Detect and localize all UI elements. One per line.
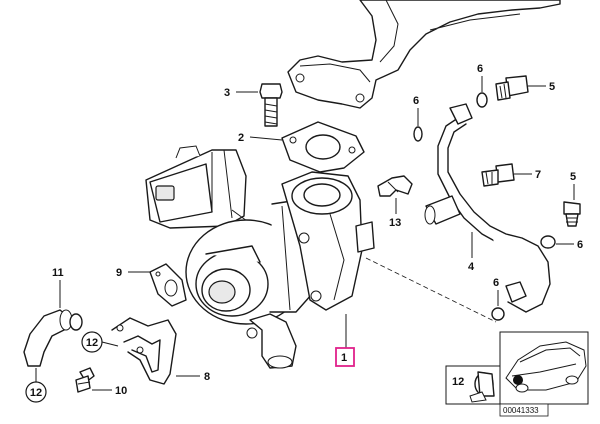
label-4: 4 [468, 261, 475, 273]
clip-part-13 [377, 175, 413, 197]
reference-code: 00041333 [503, 406, 539, 415]
label-10: 10 [115, 385, 127, 397]
bolt-part-10 [75, 367, 95, 393]
label-5a: 5 [549, 81, 555, 93]
inset-vehicle [499, 331, 589, 405]
oil-return-pipe-part-8 [111, 317, 177, 385]
label-12b: 12 [30, 387, 42, 399]
assembly-line [365, 257, 497, 323]
label-6d: 6 [493, 277, 499, 289]
bolt-part-5b [563, 201, 581, 227]
reference-box [499, 403, 549, 417]
exhaust-manifold [287, 0, 561, 109]
gasket-part-2 [281, 121, 365, 173]
washer-part-6d [491, 307, 505, 321]
washer-part-6c [540, 235, 556, 249]
label-8: 8 [204, 371, 210, 383]
label-9: 9 [116, 267, 122, 279]
label-13: 13 [389, 217, 401, 229]
leader-2 [249, 136, 283, 141]
oil-pipe-part-4 [424, 103, 551, 313]
clamp-part-12a [69, 313, 83, 331]
label-2: 2 [238, 132, 244, 144]
label-6c: 6 [577, 239, 583, 251]
label-3: 3 [224, 87, 230, 99]
label-7: 7 [535, 169, 541, 181]
label-5b: 5 [570, 171, 576, 183]
bolt-part-7 [481, 163, 515, 187]
leader-12a [101, 341, 119, 347]
washer-part-6b [476, 92, 488, 108]
location-dot [513, 375, 523, 385]
inset-clamp [445, 365, 503, 405]
label-6a: 6 [413, 95, 419, 107]
bolt-part-3 [259, 83, 283, 127]
highlight-box-1 [335, 347, 355, 367]
label-6b: 6 [477, 63, 483, 75]
hose-part-11 [23, 309, 73, 367]
label-12a: 12 [86, 337, 98, 349]
label-11: 11 [52, 267, 64, 279]
label-1: 1 [341, 352, 347, 364]
turbocharger-part-1 [145, 145, 375, 369]
bolt-part-5a [495, 75, 529, 101]
label-12c: 12 [452, 376, 464, 388]
washer-part-6a [413, 126, 423, 142]
gasket-part-9 [149, 263, 187, 307]
